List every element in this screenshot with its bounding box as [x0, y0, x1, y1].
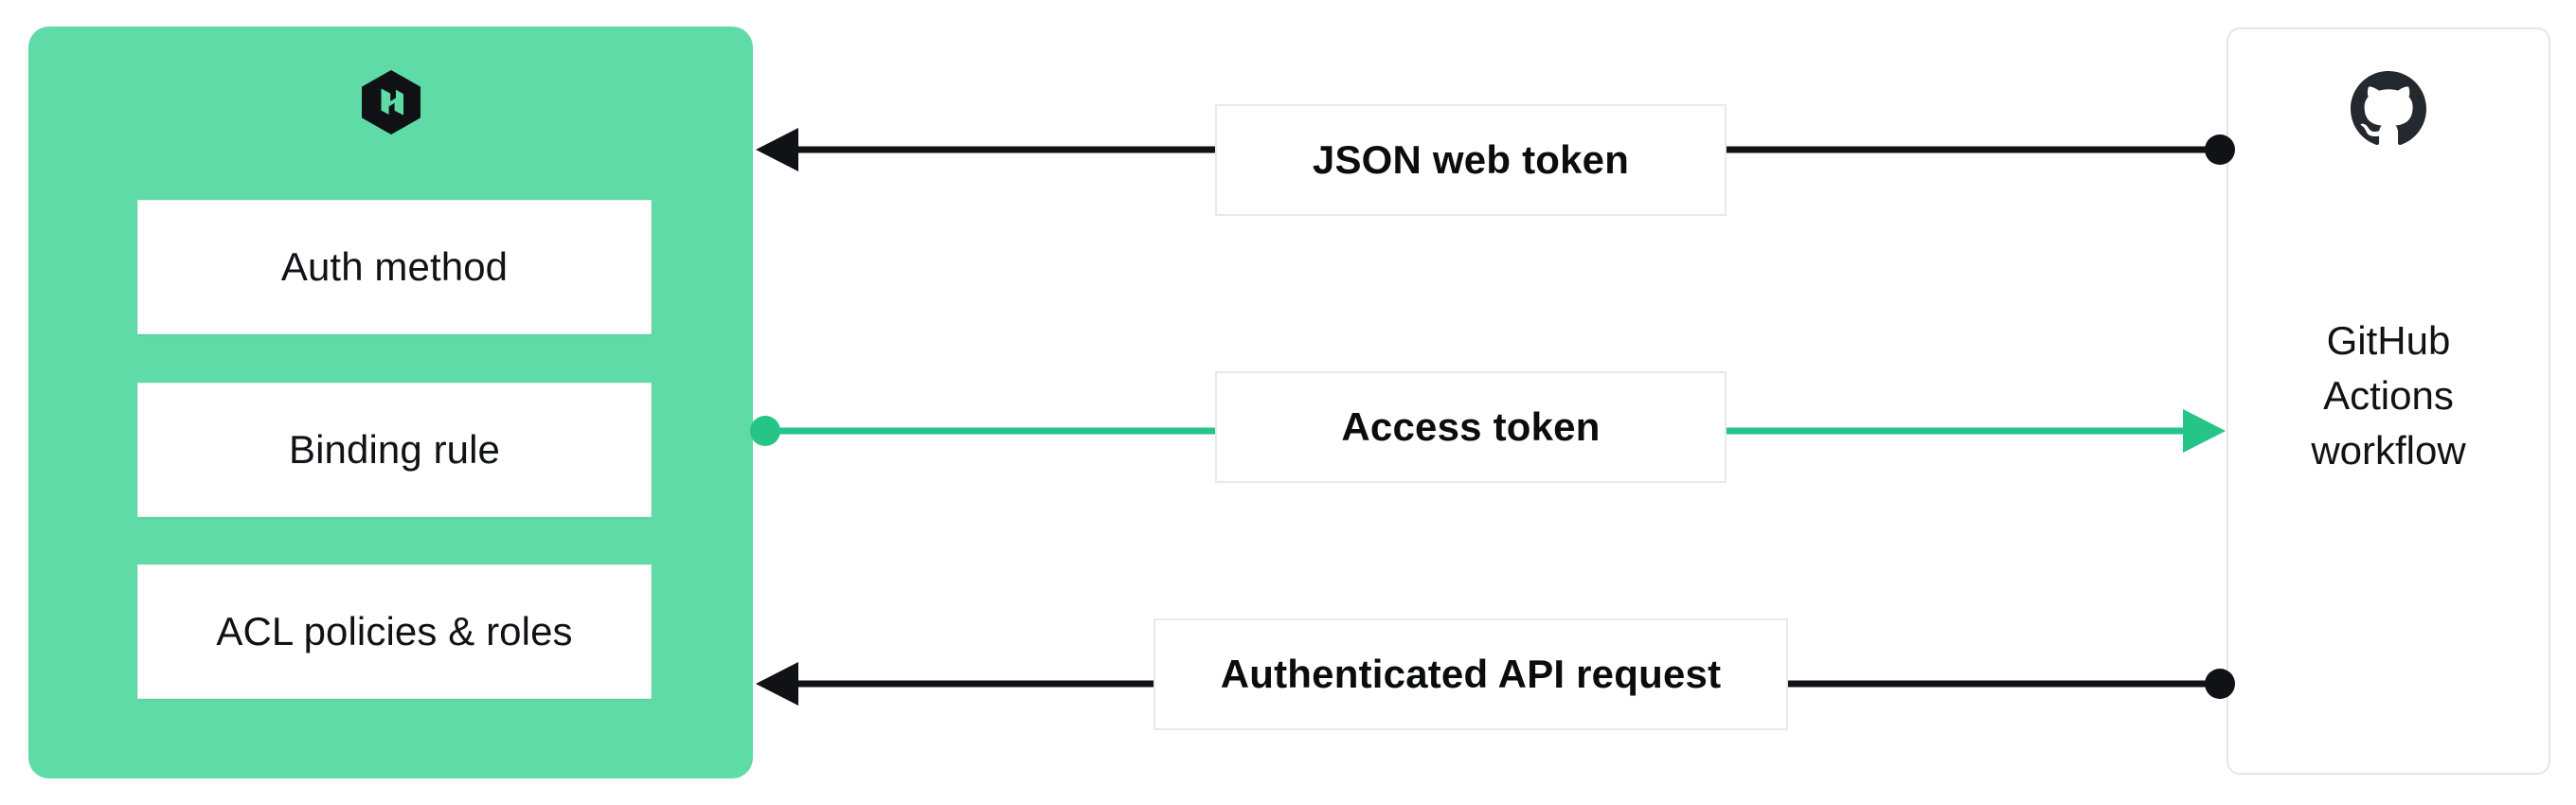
connector-arrowhead-api-request: [756, 662, 798, 706]
connector-arrowhead-access-token: [2183, 409, 2226, 453]
github-panel-title-line: GitHub: [2326, 318, 2451, 363]
connector-label-text: JSON web token: [1312, 137, 1630, 182]
connector-label-api-request: Authenticated API request: [1154, 618, 1788, 730]
github-panel-title: GitHub Actions workflow: [2228, 313, 2549, 478]
nomad-card-acl-policies-roles: ACL policies & roles: [137, 564, 652, 699]
nomad-card-label: Binding rule: [288, 427, 500, 472]
connector-label-text: Access token: [1341, 404, 1601, 449]
github-panel-title-line: workflow: [2311, 427, 2466, 473]
connector-source-dot-access-token: [750, 416, 780, 446]
github-icon: [2351, 71, 2426, 146]
connector-label-text: Authenticated API request: [1220, 652, 1722, 696]
connector-arrowhead-jwt: [756, 128, 798, 171]
connector-label-access-token: Access token: [1215, 371, 1726, 483]
nomad-logo: [361, 70, 420, 134]
nomad-card-label: Auth method: [280, 244, 509, 289]
github-panel-title-line: Actions: [2323, 372, 2454, 418]
connector-label-jwt: JSON web token: [1215, 104, 1726, 216]
nomad-card-binding-rule: Binding rule: [137, 383, 652, 517]
nomad-panel: Auth method Binding rule ACL policies & …: [28, 27, 753, 778]
nomad-card-auth-method: Auth method: [137, 200, 652, 334]
github-actions-panel: GitHub Actions workflow: [2227, 27, 2550, 775]
nomad-card-label: ACL policies & roles: [216, 609, 573, 653]
